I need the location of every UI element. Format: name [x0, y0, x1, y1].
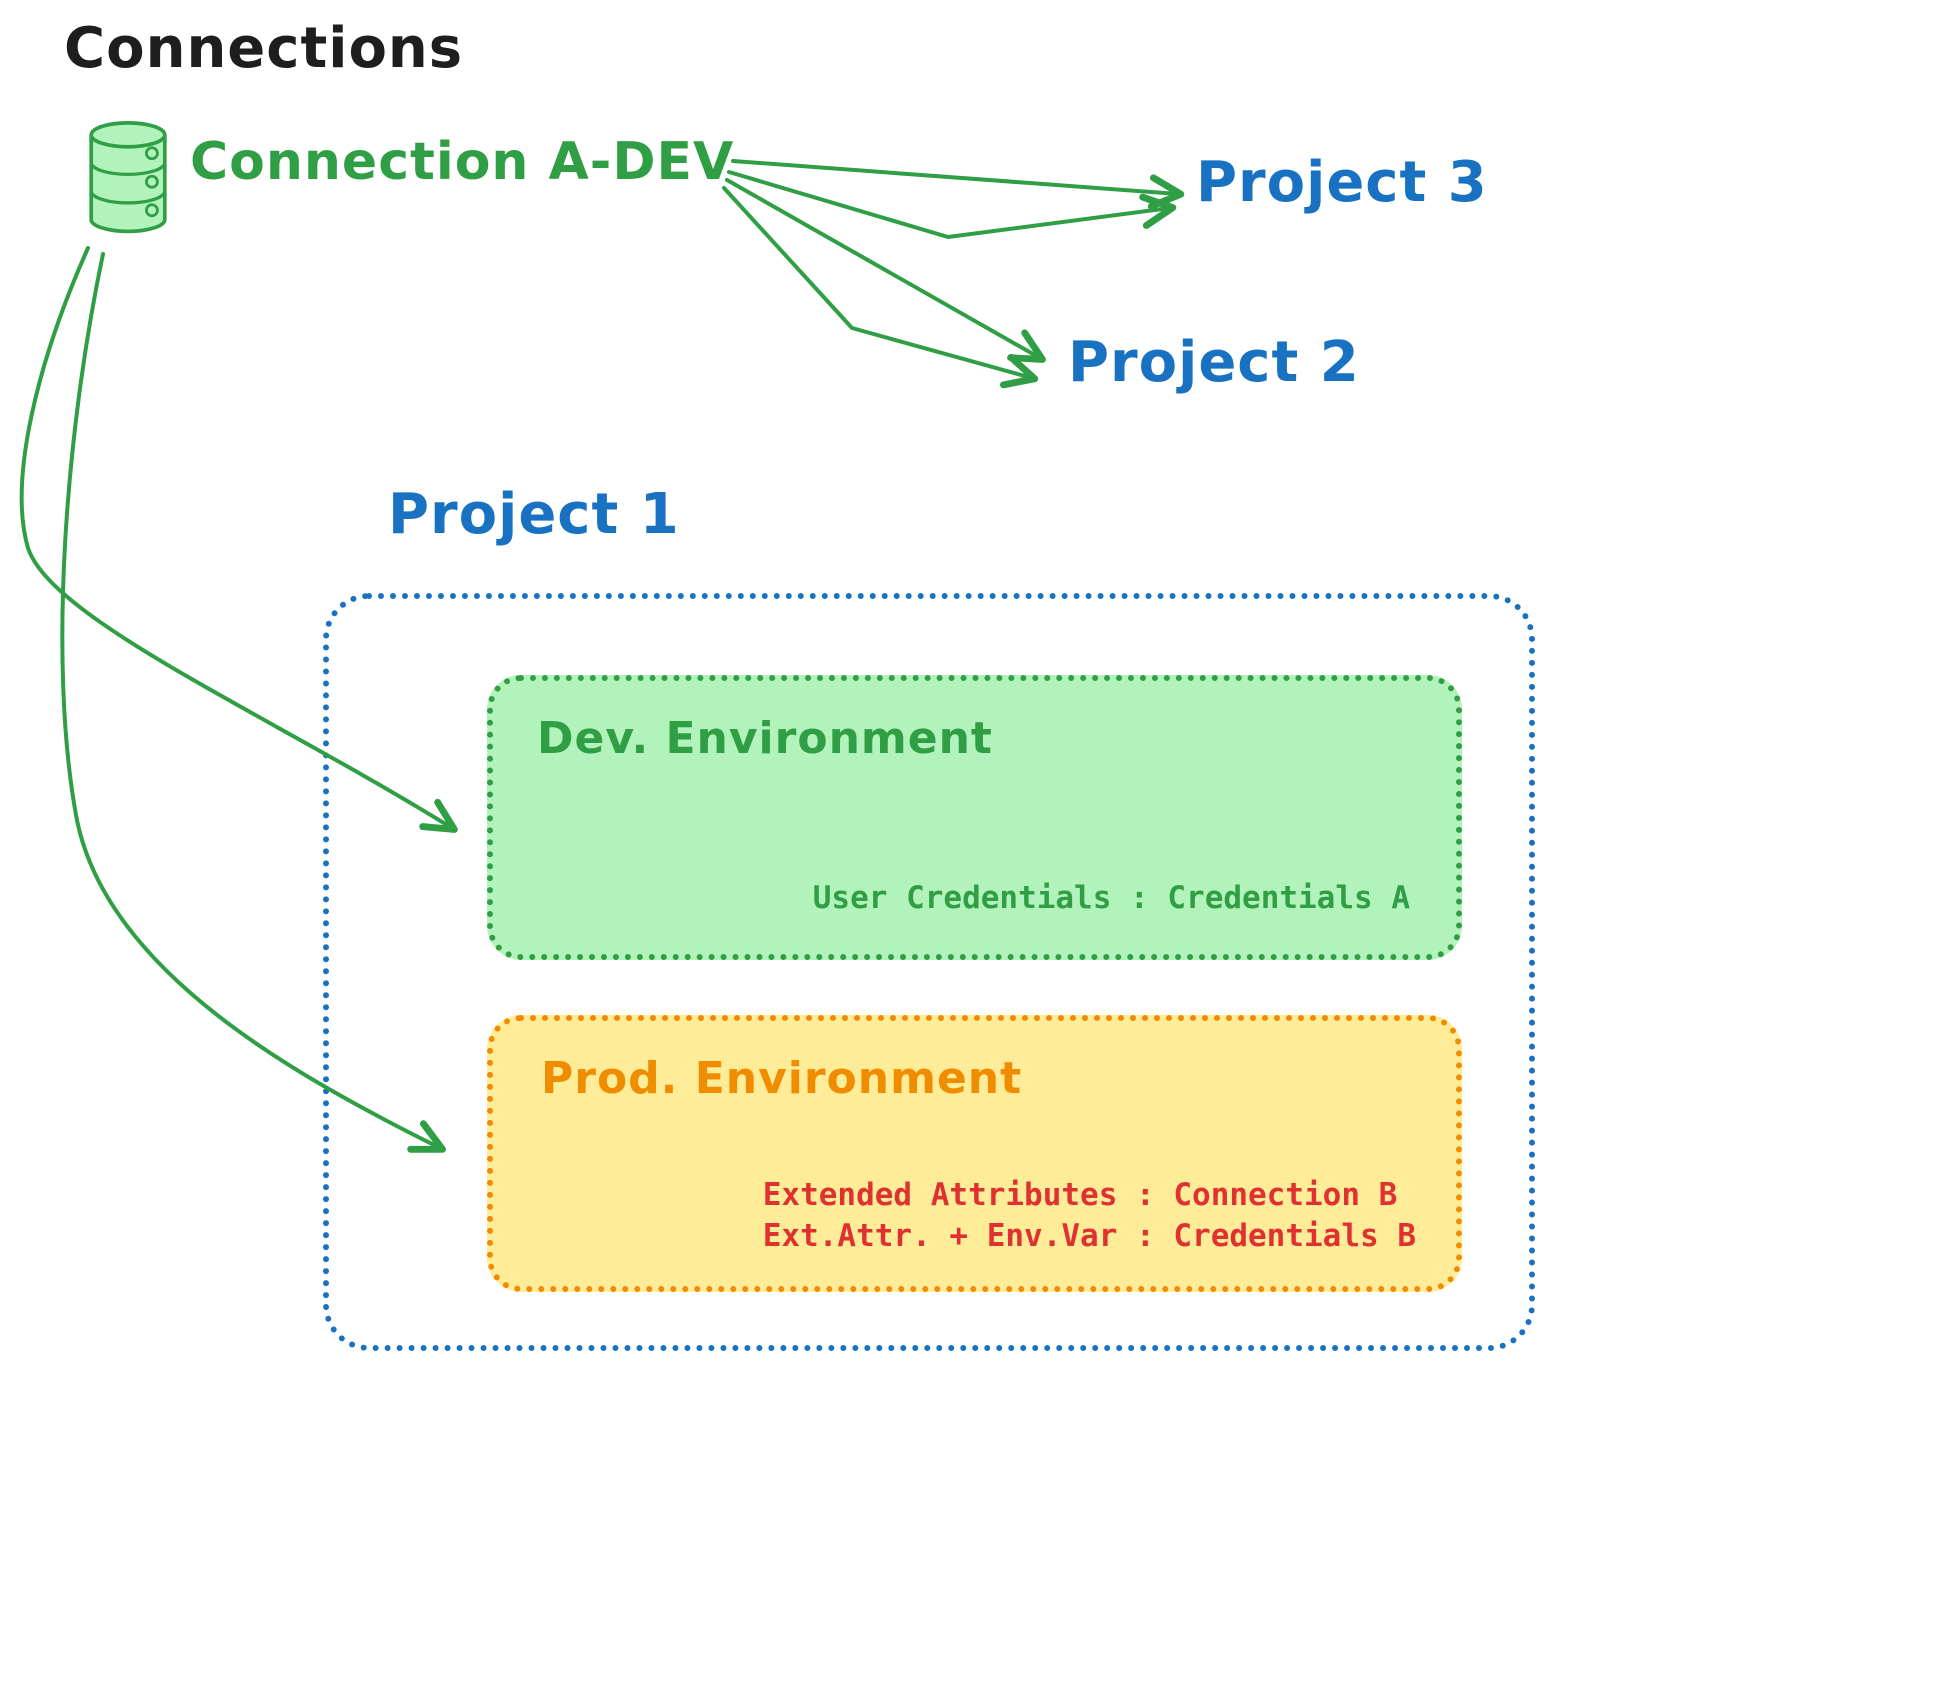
project-1-label: Project 1	[388, 482, 680, 547]
arrow-connection-to-project2-a	[725, 178, 1046, 363]
prod-environment-title: Prod. Environment	[541, 1053, 1023, 1104]
prod-extended-attributes-line: Extended Attributes : Connection B	[762, 1176, 1398, 1213]
dev-environment-credentials: User Credentials : Credentials A	[812, 880, 1410, 916]
diagram-title: Connections	[64, 16, 464, 81]
dev-environment-title: Dev. Environment	[537, 713, 993, 764]
dev-environment-box: Dev. Environment User Credentials : Cred…	[487, 675, 1462, 960]
arrow-connection-to-project3-b	[727, 170, 1177, 239]
arrow-connection-to-project2-b	[722, 186, 1039, 389]
prod-ext-attr-env-var-line: Ext.Attr. + Env.Var : Credentials B	[762, 1218, 1416, 1255]
project-2-label: Project 2	[1068, 330, 1360, 395]
database-icon-svg	[89, 121, 167, 234]
prod-environment-box: Prod. Environment Extended Attributes : …	[487, 1015, 1462, 1292]
project-3-label: Project 3	[1196, 150, 1488, 215]
prod-environment-credentials: Extended Attributes : Connection B Ext.A…	[763, 1175, 1416, 1258]
arrow-connection-to-project3-a	[731, 159, 1185, 210]
database-icon	[82, 120, 174, 238]
connection-a-dev-label: Connection A-DEV	[190, 132, 735, 192]
